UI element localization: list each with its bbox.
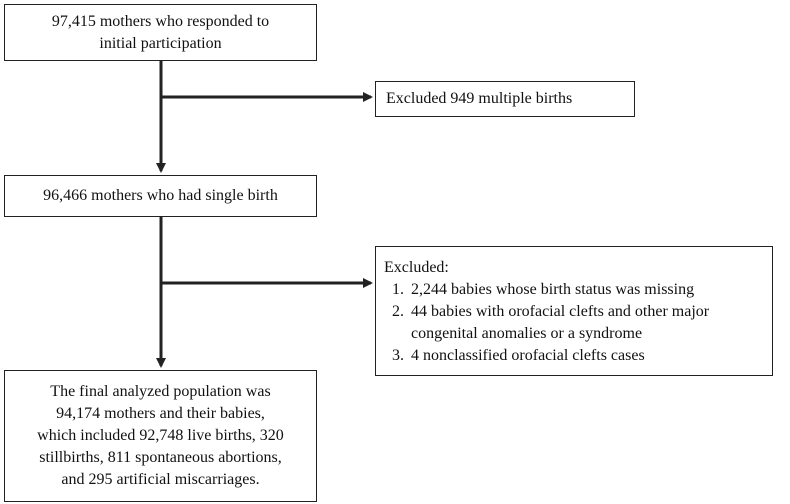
final-population-line-1: The final analyzed population was: [50, 383, 271, 400]
initial-participation-line-2: initial participation: [99, 34, 222, 52]
single-birth-text: 96,466 mothers who had single birth: [43, 187, 278, 204]
excluded-criteria-box: Excluded: 1. 2,244 babies whose birth st…: [375, 246, 773, 376]
excluded-criteria-list: 1. 2,244 babies whose birth status was m…: [384, 279, 762, 367]
single-birth-box: 96,466 mothers who had single birth: [4, 175, 317, 217]
final-population-text: The final analyzed population was 94,174…: [37, 381, 284, 491]
final-population-line-4: stillbirths, 811 spontaneous abortions,: [39, 449, 282, 466]
final-population-line-5: and 295 artificial miscarriages.: [61, 471, 260, 488]
excluded-multiple-births-text: Excluded 949 multiple births: [386, 90, 573, 107]
excluded-criteria-item-text: 44 babies with orofacial clefts and othe…: [411, 303, 710, 342]
excluded-criteria-item: 3. 4 nonclassified orofacial clefts case…: [384, 345, 762, 367]
excluded-criteria-heading: Excluded:: [384, 259, 449, 276]
excluded-criteria-item-number: 3.: [392, 347, 404, 364]
excluded-multiple-births-box: Excluded 949 multiple births: [375, 81, 635, 117]
final-population-line-2: 94,174 mothers and their babies,: [56, 405, 265, 422]
excluded-criteria-item-text: 4 nonclassified orofacial clefts cases: [411, 347, 645, 364]
excluded-criteria-item-number: 2.: [392, 303, 404, 320]
initial-participation-line-1: 97,415 mothers who responded to: [51, 12, 270, 30]
final-population-line-3: which included 92,748 live births, 320: [37, 427, 284, 444]
initial-participation-box: 97,415 mothers who responded to initial …: [4, 4, 317, 61]
excluded-criteria-item: 2. 44 babies with orofacial clefts and o…: [384, 301, 762, 345]
excluded-criteria-item-number: 1.: [392, 281, 404, 298]
initial-participation-text: 97,415 mothers who responded to initial …: [52, 11, 269, 55]
final-population-box: The final analyzed population was 94,174…: [4, 370, 317, 502]
excluded-criteria-item-text: 2,244 babies whose birth status was miss…: [411, 281, 695, 298]
excluded-criteria-item: 1. 2,244 babies whose birth status was m…: [384, 279, 762, 301]
